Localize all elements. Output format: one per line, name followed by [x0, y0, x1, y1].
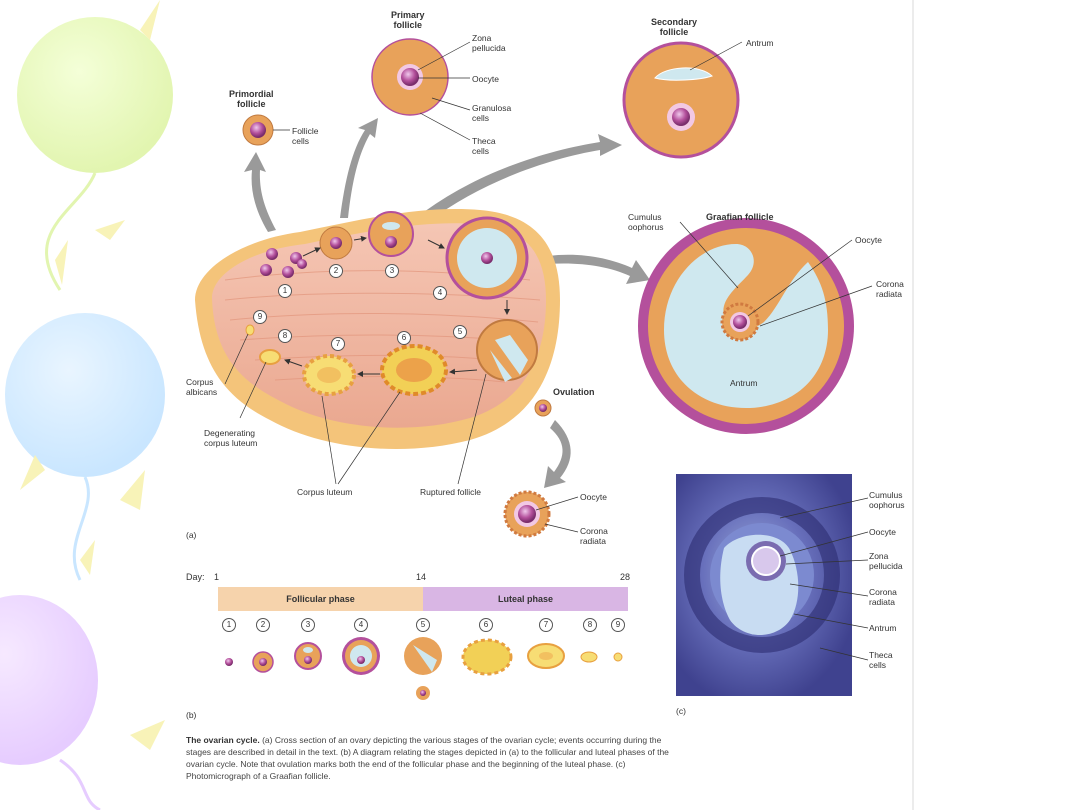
arrow-to-secondary: [420, 134, 622, 222]
stage7-corpus-luteum: [302, 354, 356, 396]
stage-1-marker: 1: [278, 284, 292, 298]
secondary-follicle-title: Secondary follicle: [651, 17, 698, 37]
day-start: 1: [214, 572, 220, 582]
stage4-graafian-follicle: [445, 216, 529, 300]
oocyte-label-graafian: Oocyte: [855, 235, 882, 245]
granulosa-cells-label: Granulosa cells: [472, 103, 512, 123]
ovulated-oocyte: [534, 399, 552, 417]
corpus-luteum-label: Corpus luteum: [297, 487, 353, 497]
corona-radiata-label-graafian: Corona radiata: [876, 279, 904, 299]
caption-title: The ovarian cycle.: [186, 735, 260, 745]
timeline-stage-1: 1: [222, 618, 236, 632]
oocyte-label-ovulated: Oocyte: [580, 492, 607, 502]
follicle-cells-label: Follicle cells: [292, 126, 319, 146]
ovary-leader-lines: [224, 333, 487, 485]
stage-2-marker: 2: [329, 264, 343, 278]
page-edge: [912, 0, 914, 810]
arrow-to-primordial: [244, 152, 276, 232]
follicular-phase-bar: [218, 587, 423, 611]
micro-cumulus-label: Cumulus oophorus: [869, 490, 905, 510]
stage3-secondary-follicle: [368, 211, 414, 257]
primordial-follicle-enlarged: [242, 114, 290, 146]
caption-body: (a) Cross section of an ovary depicting …: [186, 735, 669, 781]
secondary-follicle-enlarged: [622, 41, 743, 159]
stage8-degenerating-corpus-luteum: [259, 349, 281, 365]
stage6-corpus-luteum: [380, 344, 448, 396]
graafian-follicle-title: Graafian follicle: [706, 212, 774, 222]
balloon-blue: [5, 313, 165, 477]
corona-radiata-label-ovulated: Corona radiata: [580, 526, 608, 546]
timeline-stage-7: 7: [539, 618, 553, 632]
micro-antrum-label: Antrum: [869, 623, 897, 633]
arrow-to-oocyte: [544, 420, 571, 488]
stage1-primordial-follicles: [260, 248, 307, 278]
balloon-green: [17, 17, 173, 173]
graafian-follicle-enlarged: [638, 218, 873, 434]
figure-caption: The ovarian cycle. (a) Cross section of …: [186, 734, 676, 782]
micro-oocyte-label: Oocyte: [869, 527, 896, 537]
micrograph-graafian: [676, 474, 869, 696]
arrow-to-graafian: [548, 254, 650, 284]
follicular-phase-label: Follicular phase: [286, 594, 355, 604]
day-mid: 14: [416, 572, 427, 582]
ovulated-oocyte-enlarged: [503, 490, 579, 538]
stage-3-marker: 3: [385, 264, 399, 278]
timeline-stage-8: 8: [583, 618, 597, 632]
panel-a-label: (a): [186, 530, 197, 540]
arrow-to-primary: [340, 118, 378, 218]
stage9-corpus-albicans: [245, 324, 255, 336]
primary-follicle-enlarged: [371, 38, 471, 141]
decorative-balloons: [0, 0, 173, 810]
micro-zona-label: Zona pellucida: [869, 551, 903, 571]
micro-theca-label: Theca cells: [869, 650, 893, 670]
cumulus-oophorus-label: Cumulus oophorus: [628, 212, 664, 232]
oocyte-label-primary: Oocyte: [472, 74, 499, 84]
timeline-stage-icons: [225, 637, 623, 700]
timeline-stage-5: 5: [416, 618, 430, 632]
ovary: [195, 209, 560, 450]
timeline-stage-9: 9: [611, 618, 625, 632]
day-end: 28: [620, 572, 631, 582]
ovulation-label: Ovulation: [553, 387, 595, 397]
timeline-stage-4: 4: [354, 618, 368, 632]
day-label: Day:: [186, 572, 205, 582]
stage5-ruptured-follicle: [476, 319, 538, 382]
stage-7-marker: 7: [331, 337, 345, 351]
phase-bar: [218, 587, 628, 611]
luteal-phase-label: Luteal phase: [497, 594, 553, 604]
panel-b-label: (b): [186, 710, 197, 720]
stage-5-marker: 5: [453, 325, 467, 339]
stage-6-marker: 6: [397, 331, 411, 345]
primary-follicle-title: Primary follicle: [391, 10, 425, 30]
antrum-label-secondary: Antrum: [746, 38, 774, 48]
timeline-stage-2: 2: [256, 618, 270, 632]
primordial-follicle-title: Primordial follicle: [229, 89, 274, 109]
micro-corona-label: Corona radiata: [869, 587, 897, 607]
stage-4-marker: 4: [433, 286, 447, 300]
antrum-label-graafian: Antrum: [730, 378, 758, 388]
timeline-stage-3: 3: [301, 618, 315, 632]
theca-cells-label: Theca cells: [472, 136, 496, 156]
luteal-phase-bar: [423, 587, 628, 611]
stage-8-marker: 8: [278, 329, 292, 343]
zona-pellucida-label: Zona pellucida: [472, 33, 506, 53]
ruptured-follicle-label: Ruptured follicle: [420, 487, 481, 497]
degenerating-corpus-luteum-label: Degenerating corpus luteum: [204, 428, 258, 448]
stage2-primary-follicle: [319, 226, 353, 260]
balloon-purple: [0, 595, 98, 765]
panel-c-label: (c): [676, 706, 686, 716]
timeline-stage-6: 6: [479, 618, 493, 632]
corpus-albicans-label: Corpus albicans: [186, 377, 218, 397]
stage-9-marker: 9: [253, 310, 267, 324]
